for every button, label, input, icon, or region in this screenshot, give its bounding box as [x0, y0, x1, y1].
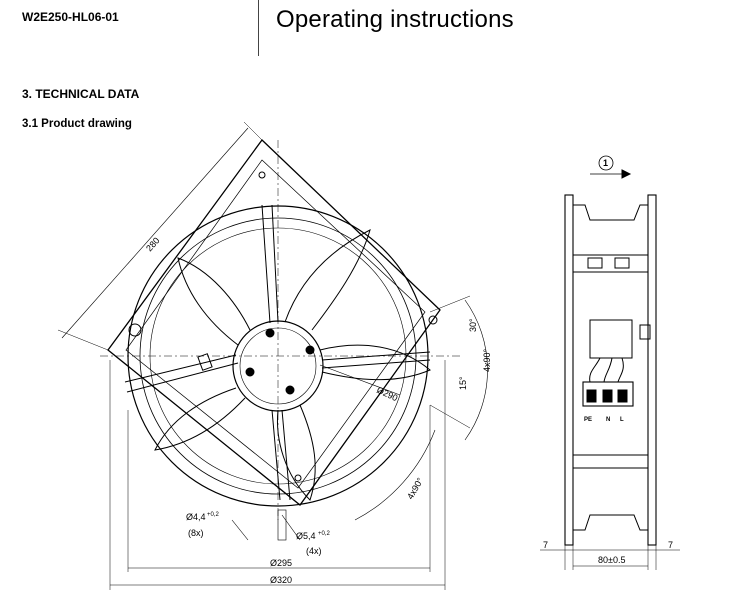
terminal-screw-pe	[586, 389, 597, 403]
fan-blade-1	[284, 229, 371, 331]
mounting-hole-right	[428, 315, 438, 325]
strut-bottom-b	[281, 409, 291, 501]
header-divider	[258, 0, 259, 56]
fan-housing-frame	[107, 139, 441, 506]
terminal-label-n: N	[606, 417, 610, 423]
front-view-labels: 280 Ø290 30° 4x90° 15° 4x90° Ø4,4 +0,2 (…	[144, 235, 492, 585]
dim-line-280	[61, 127, 249, 339]
mounting-hole-top	[258, 171, 266, 179]
dim-label-slot-count: (4x)	[306, 546, 322, 556]
ext-line-280-b	[243, 121, 263, 141]
dim-label-hole-count: (8x)	[188, 528, 204, 538]
callout-circle	[598, 155, 614, 171]
subsection-heading: 3.1 Product drawing	[22, 118, 132, 130]
cable-clip	[197, 353, 213, 371]
hub-screw-4	[245, 367, 255, 377]
side-dim-left: 7	[543, 540, 548, 550]
side-dim-depth-label: 80±0.5	[598, 555, 625, 565]
mounting-hole-bottom	[294, 474, 302, 482]
dim-label-slot-tol: +0,2	[318, 531, 331, 537]
ext-line-280-a	[57, 329, 109, 351]
terminal-block	[582, 381, 634, 407]
terminal-screw-n	[602, 389, 613, 403]
capacitor	[589, 319, 633, 359]
fan-blade-4	[154, 387, 246, 451]
strut-right-b	[321, 359, 431, 369]
side-bottom-cap	[573, 514, 648, 531]
strut-bottom	[271, 409, 281, 501]
terminal-label-pe: PE	[584, 417, 592, 423]
ext-line-angle-a	[429, 295, 471, 313]
dim-label-30: 30°	[468, 318, 478, 332]
section-heading: 3. TECHNICAL DATA	[22, 87, 140, 101]
dim-label-280: 280	[144, 235, 161, 253]
side-dim-right: 7	[668, 540, 673, 550]
dim-arc-4x90	[354, 429, 436, 521]
strut-top	[261, 204, 271, 324]
fan-blade-3	[277, 404, 316, 501]
side-left-flange	[564, 194, 574, 546]
fan-blade-2	[319, 344, 431, 381]
leader-hole	[231, 519, 249, 541]
strut-left	[124, 354, 237, 383]
callout-number: 1	[603, 158, 608, 168]
dim-label-4x90-b: 4x90°	[405, 476, 425, 501]
page-title: Operating instructions	[276, 6, 514, 33]
mounting-hole-left	[128, 323, 142, 337]
side-view-labels: 1 PE N L 7 7 80±0.5	[543, 158, 673, 565]
model-number: W2E250-HL06-01	[22, 10, 119, 24]
dim-label-d295: Ø295	[270, 558, 292, 568]
dim-label-slot: Ø5,4	[296, 531, 316, 541]
side-view	[540, 155, 680, 570]
dim-label-d290: Ø290	[375, 385, 399, 403]
dim-label-4x90-a: 4x90°	[482, 348, 492, 372]
side-right-flange	[647, 194, 657, 546]
airflow-arrowhead	[621, 169, 632, 179]
strut-left-b	[126, 362, 239, 393]
fan-blade-5	[177, 257, 251, 346]
leader-d290	[319, 364, 401, 396]
hub-screw-3	[285, 385, 295, 395]
dim-label-d320: Ø320	[270, 575, 292, 585]
strut-top-b	[271, 204, 279, 323]
terminal-label-l: L	[620, 417, 624, 423]
side-top-clip-right	[614, 257, 630, 269]
ext-line-angle-b	[429, 404, 471, 429]
front-view	[57, 121, 488, 590]
leader-slot	[281, 514, 301, 541]
slot-feature	[277, 509, 287, 541]
dim-arc-angle	[464, 299, 488, 441]
dim-label-hole-tol: +0,2	[207, 512, 220, 518]
dim-label-15: 15°	[458, 376, 468, 390]
side-connector	[639, 324, 651, 340]
fan-housing-inner-frame	[125, 159, 426, 489]
hub-screw-1	[265, 328, 275, 338]
terminal-screw-l	[617, 389, 628, 403]
side-top-cap	[573, 204, 648, 221]
side-top-clip-left	[587, 257, 603, 269]
dim-label-hole: Ø4,4	[186, 512, 206, 522]
hub-screw-2	[305, 345, 315, 355]
capacitor-wires	[589, 357, 624, 383]
